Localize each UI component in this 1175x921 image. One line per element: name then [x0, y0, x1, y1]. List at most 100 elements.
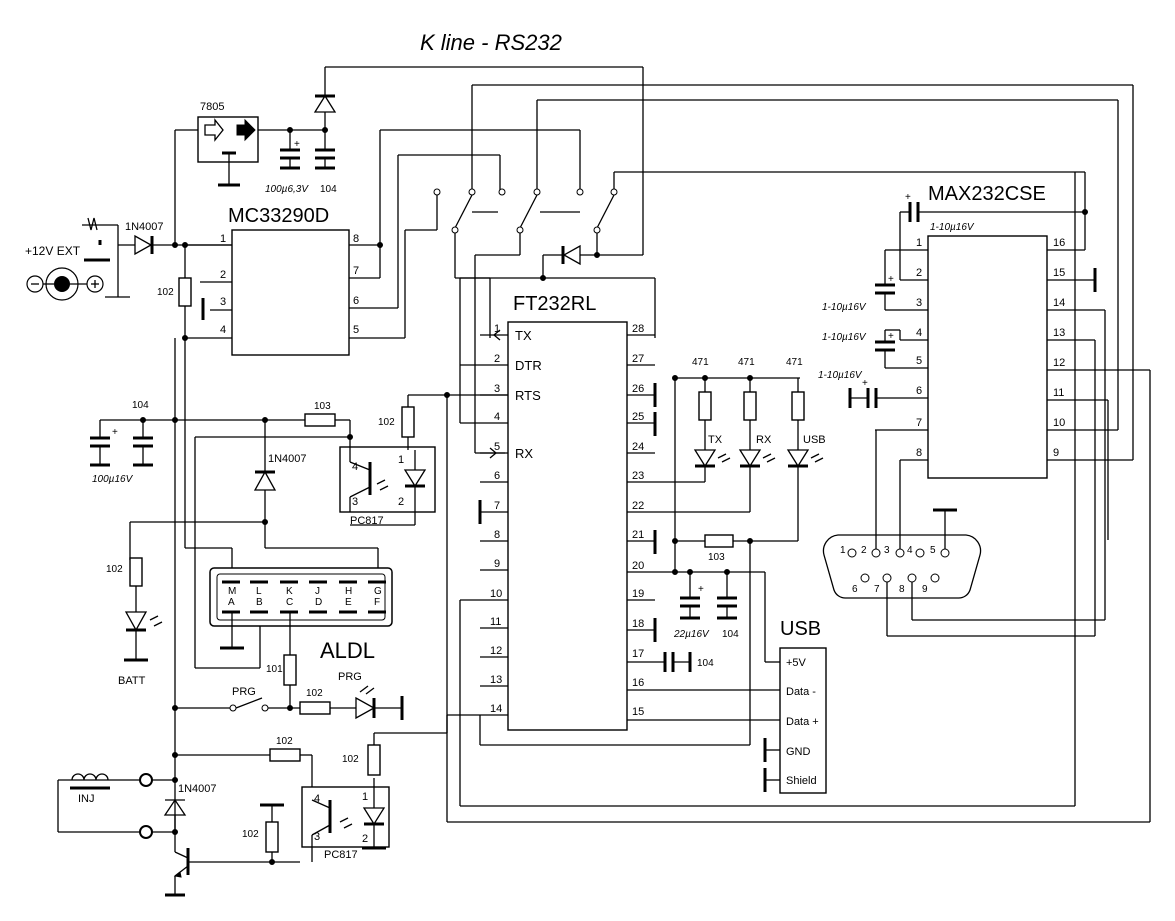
svg-text:2: 2 — [220, 269, 226, 281]
svg-text:26: 26 — [632, 383, 644, 395]
svg-text:24: 24 — [632, 441, 644, 453]
db9-connector: 1 2 3 4 5 6 7 8 9 — [822, 534, 982, 599]
diode-1n4007-mid: 1N4007 — [253, 420, 307, 548]
svg-text:3: 3 — [314, 831, 320, 843]
aldl-connector: M L K J H G A B C D E F ALDL — [209, 567, 393, 663]
svg-text:9: 9 — [1053, 447, 1059, 459]
svg-text:1-10µ16V: 1-10µ16V — [930, 222, 975, 233]
svg-text:10: 10 — [1053, 417, 1065, 429]
svg-text:104: 104 — [132, 400, 149, 411]
svg-text:13: 13 — [490, 674, 502, 686]
svg-text:1-10µ16V: 1-10µ16V — [818, 370, 863, 381]
svg-text:+5V: +5V — [786, 657, 807, 669]
svg-text:9: 9 — [494, 558, 500, 570]
max-label: MAX232CSE — [928, 183, 1046, 205]
svg-text:RX: RX — [515, 446, 533, 461]
svg-text:14: 14 — [490, 703, 502, 715]
svg-text:8: 8 — [494, 529, 500, 541]
svg-text:7: 7 — [494, 500, 500, 512]
svg-text:5: 5 — [916, 355, 922, 367]
svg-text:8: 8 — [353, 233, 359, 245]
ic-max232cse: MAX232CSE 1-10µ16V — [927, 183, 1048, 479]
diagram-title: K line - RS232 — [420, 30, 562, 55]
svg-text:1: 1 — [220, 233, 226, 245]
svg-text:+: + — [698, 584, 704, 595]
svg-text:4: 4 — [907, 545, 913, 556]
resistor-102-mc: 102 — [157, 245, 192, 338]
prg-led: PRG — [338, 671, 404, 720]
svg-text:11: 11 — [1053, 387, 1064, 399]
regulator-7805: 7805 — [197, 101, 259, 163]
svg-text:Shield: Shield — [786, 775, 817, 787]
svg-text:3: 3 — [884, 545, 890, 556]
svg-text:2: 2 — [494, 353, 500, 365]
svg-text:+: + — [112, 427, 118, 438]
svg-text:471: 471 — [692, 357, 709, 368]
cap-reg2-label: 104 — [320, 184, 337, 195]
svg-text:3: 3 — [916, 297, 922, 309]
prg-switch-label: PRG — [232, 686, 256, 698]
svg-text:25: 25 — [632, 411, 644, 423]
svg-text:28: 28 — [632, 323, 644, 335]
svg-text:DTR: DTR — [515, 358, 542, 373]
injector: INJ — [57, 773, 153, 839]
svg-text:Data -: Data - — [786, 686, 816, 698]
svg-text:5: 5 — [353, 324, 359, 336]
svg-text:3: 3 — [352, 496, 358, 508]
svg-text:19: 19 — [632, 588, 644, 600]
svg-text:1: 1 — [840, 545, 846, 556]
svg-text:2: 2 — [916, 267, 922, 279]
cap-reg-label: 100µ6,3V — [265, 184, 309, 195]
transistor — [165, 832, 190, 897]
svg-text:C: C — [286, 597, 293, 608]
svg-text:6: 6 — [494, 470, 500, 482]
svg-text:27: 27 — [632, 353, 644, 365]
ic-ft232rl: FT232RL — [507, 293, 628, 731]
svg-text:B: B — [256, 597, 263, 608]
svg-text:104: 104 — [722, 629, 739, 640]
svg-text:4: 4 — [314, 793, 320, 805]
batt-label: BATT — [118, 675, 146, 687]
svg-text:4: 4 — [494, 411, 500, 423]
svg-text:471: 471 — [738, 357, 755, 368]
svg-text:7: 7 — [353, 265, 359, 277]
power-label: +12V EXT — [25, 244, 81, 258]
svg-text:102: 102 — [378, 417, 395, 428]
svg-text:+: + — [888, 274, 894, 285]
prg-switch[interactable]: PRG — [175, 686, 300, 712]
svg-text:15: 15 — [632, 706, 644, 718]
svg-text:7: 7 — [874, 584, 880, 595]
svg-text:G: G — [374, 586, 382, 597]
opto-pc817-top: 4 3 1 2 PC817 — [339, 446, 436, 527]
svg-text:2: 2 — [362, 833, 368, 845]
svg-text:6: 6 — [353, 295, 359, 307]
svg-text:7: 7 — [916, 417, 922, 429]
svg-text:H: H — [345, 586, 352, 597]
svg-text:1-10µ16V: 1-10µ16V — [822, 302, 867, 313]
svg-text:5: 5 — [930, 545, 936, 556]
svg-text:17: 17 — [632, 648, 644, 660]
svg-text:2: 2 — [861, 545, 867, 556]
svg-text:103: 103 — [708, 552, 725, 563]
opto-top-label: PC817 — [350, 515, 384, 527]
svg-text:102: 102 — [276, 736, 293, 747]
svg-text:GND: GND — [786, 746, 811, 758]
svg-text:6: 6 — [916, 385, 922, 397]
opto-pc817-bottom: 4 3 1 2 PC817 — [301, 786, 390, 861]
opto-bottom-label: PC817 — [324, 849, 358, 861]
aldl-label: ALDL — [320, 638, 375, 663]
ft-label: FT232RL — [513, 293, 596, 315]
svg-text:+: + — [862, 378, 868, 389]
svg-text:Data +: Data + — [786, 716, 819, 728]
svg-text:102: 102 — [157, 287, 174, 298]
svg-text:15: 15 — [1053, 267, 1065, 279]
svg-text:TX: TX — [515, 328, 532, 343]
diode-1n4007-bot: 1N4007 — [163, 783, 217, 816]
led-usb-label: USB — [803, 434, 826, 446]
svg-text:101: 101 — [266, 664, 283, 675]
power-input: +12V EXT — [25, 217, 130, 301]
svg-text:104: 104 — [697, 658, 714, 669]
svg-text:10: 10 — [490, 588, 502, 600]
status-leds: 471 471 471 TX RX USB — [672, 357, 826, 541]
